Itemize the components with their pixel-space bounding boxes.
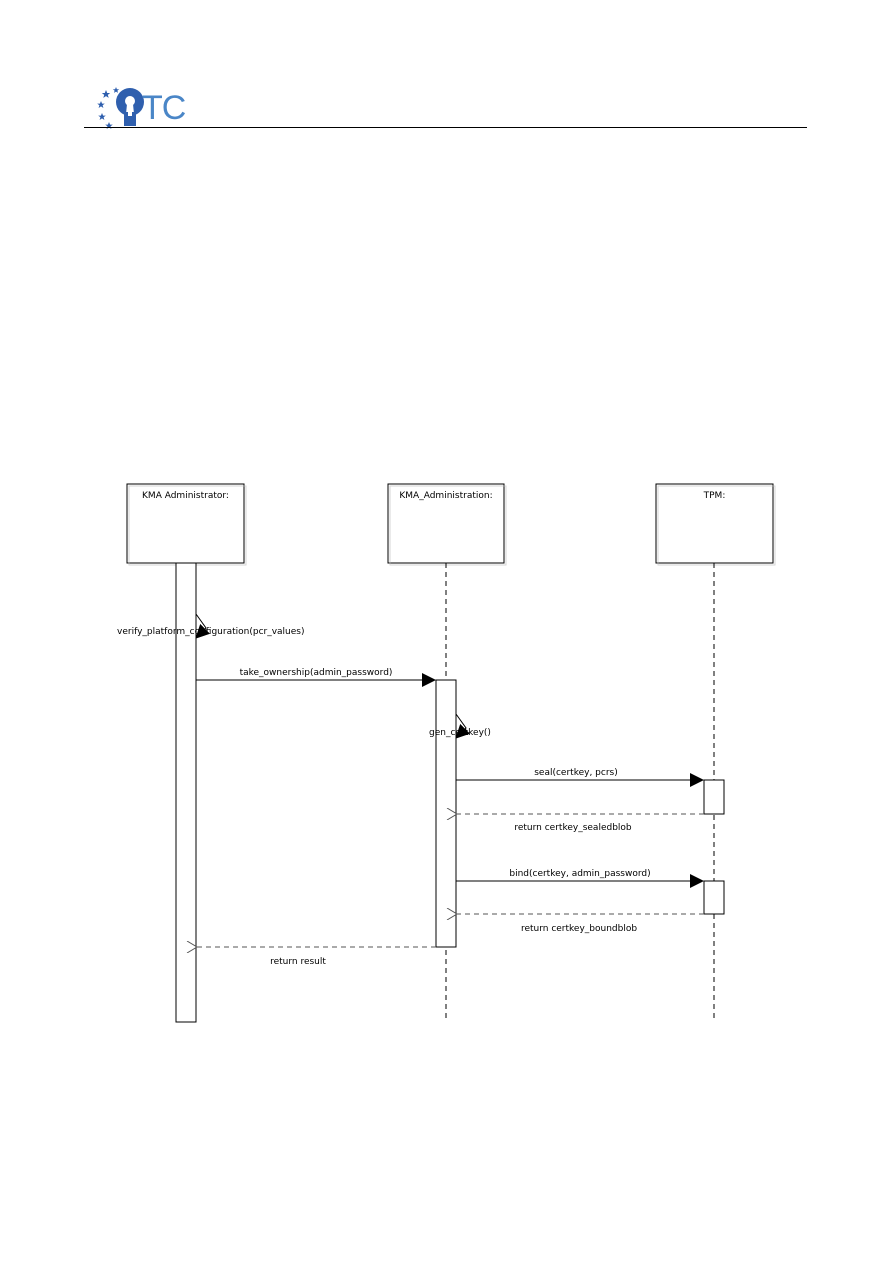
message-label-bind: bind(certkey, admin_password) [509,869,650,879]
keyhole-logo-icon [97,87,144,129]
message-bind: bind(certkey, admin_password) [456,869,704,888]
activation-tpm-seal [703,779,725,815]
message-label-gen-certkey: gen_certkey() [429,728,491,738]
message-verify-platform: verify_platform_configuration(pcr_values… [117,613,305,639]
activation-admin [175,562,197,1023]
lifeline-label-admin: KMA Administrator: [142,491,229,501]
logo-text: TC [142,89,186,127]
lifeline-tpm: TPM: [655,483,776,1022]
message-label-return-result: return result [270,957,326,967]
lifeline-admin: KMA Administrator: [126,483,247,1023]
lifeline-head-administration [387,483,505,564]
page-header: TC [0,0,893,140]
message-take-ownership: take_ownership(admin_password) [196,668,436,687]
message-return-boundblob: return certkey_boundblob [457,914,704,934]
message-seal: seal(certkey, pcrs) [456,768,704,787]
message-label-return-boundblob: return certkey_boundblob [521,924,637,934]
message-label-take-ownership: take_ownership(admin_password) [240,668,393,678]
lifeline-head-tpm [655,483,774,564]
activation-administration [435,679,457,948]
lifeline-label-tpm: TPM: [703,491,726,501]
message-label-verify-platform: verify_platform_configuration(pcr_values… [117,627,305,637]
lifeline-label-administration: KMA_Administration: [399,491,492,501]
message-label-return-sealedblob: return certkey_sealedblob [514,823,632,833]
activation-tpm-bind [703,880,725,915]
header-rule [84,127,807,128]
lifeline-administration: KMA_Administration: [387,483,507,1022]
lifeline-head-admin [126,483,245,564]
message-return-result: return result [197,947,436,967]
message-return-sealedblob: return certkey_sealedblob [457,814,704,833]
message-label-seal: seal(certkey, pcrs) [534,768,618,778]
message-gen-certkey: gen_certkey() [429,713,491,739]
